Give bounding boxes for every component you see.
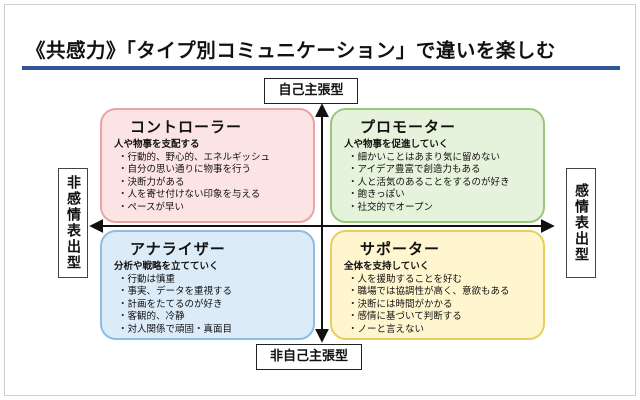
trait-item: 行動は慎重 [118,274,303,287]
slide-title: 《共感力》「タイプ別コミュニケーション」で違いを楽しむ [26,39,556,62]
trait-item: 対人関係で頑固・真面目 [118,324,303,337]
quadrant-analyzer-summary: 分析や戦略を立てていく [114,261,219,272]
axis-label-non-assertive: 非自己主張型 [256,344,362,370]
quadrant-analyzer-traits: 行動は慎重 事実、データを重視する 計画をたてるのが好き 客観的、冷静 対人関係… [114,274,303,337]
trait-item: 事実、データを重視する [118,286,303,299]
trait-item: 決断力がある [118,177,303,190]
quadrant-controller-summary: 人や物事を支配する [114,139,200,150]
axis-label-assertive: 自己主張型 [264,78,358,104]
quadrant-controller-name: コントローラー [130,118,243,136]
quadrant-promoter-summary: 人や物事を促進していく [344,139,449,150]
trait-item: 客観的、冷静 [118,311,303,324]
trait-item: 人を寄せ付けない印象を与える [118,189,303,202]
trait-item: ペースが早い [118,202,303,215]
quadrant-promoter-name: プロモーター [360,118,457,136]
quadrant-analyzer-name: アナライザー [130,240,226,258]
trait-item: 社交的でオープン [348,202,533,215]
quadrant-analyzer: アナライザー 分析や戦略を立てていく 行動は慎重 事実、データを重視する 計画を… [100,230,315,340]
trait-item: 感情に基づいて判断する [348,311,533,324]
quadrant-supporter-name: サポーター [360,240,441,258]
trait-item: 細かいことはあまり気に留めない [348,152,533,165]
title-underline [22,66,620,70]
trait-item: 自分の思い通りに物事を行う [118,164,303,177]
trait-item: 行動的、野心的、エネルギッシュ [118,152,303,165]
trait-item: ノーと言えない [348,324,533,337]
quadrant-controller-traits: 行動的、野心的、エネルギッシュ 自分の思い通りに物事を行う 決断力がある 人を寄… [114,152,303,215]
quadrant-supporter-traits: 人を援助することを好む 職場では協調性が高く、意欲もある 決断には時間がかかる … [344,274,533,337]
trait-item: アイデア豊富で創造力もある [348,164,533,177]
trait-item: 人と活気のあることをするのが好き [348,177,533,190]
quadrant-controller: コントローラー 人や物事を支配する 行動的、野心的、エネルギッシュ 自分の思い通… [100,108,315,223]
quadrant-supporter-summary: 全体を支持していく [344,261,430,272]
trait-item: 職場では協調性が高く、意欲もある [348,286,533,299]
quadrant-supporter: サポーター 全体を支持していく 人を援助することを好む 職場では協調性が高く、意… [330,230,545,340]
trait-item: 飽きっぽい [348,189,533,202]
axis-label-non-emotive: 非感情表出型 [58,168,88,278]
trait-item: 計画をたてるのが好き [118,299,303,312]
trait-item: 決断には時間がかかる [348,299,533,312]
quadrant-promoter: プロモーター 人や物事を促進していく 細かいことはあまり気に留めない アイデア豊… [330,108,545,223]
trait-item: 人を援助することを好む [348,274,533,287]
quadrant-promoter-traits: 細かいことはあまり気に留めない アイデア豊富で創造力もある 人と活気のあることを… [344,152,533,215]
axis-label-emotive: 感情表出型 [566,168,596,278]
